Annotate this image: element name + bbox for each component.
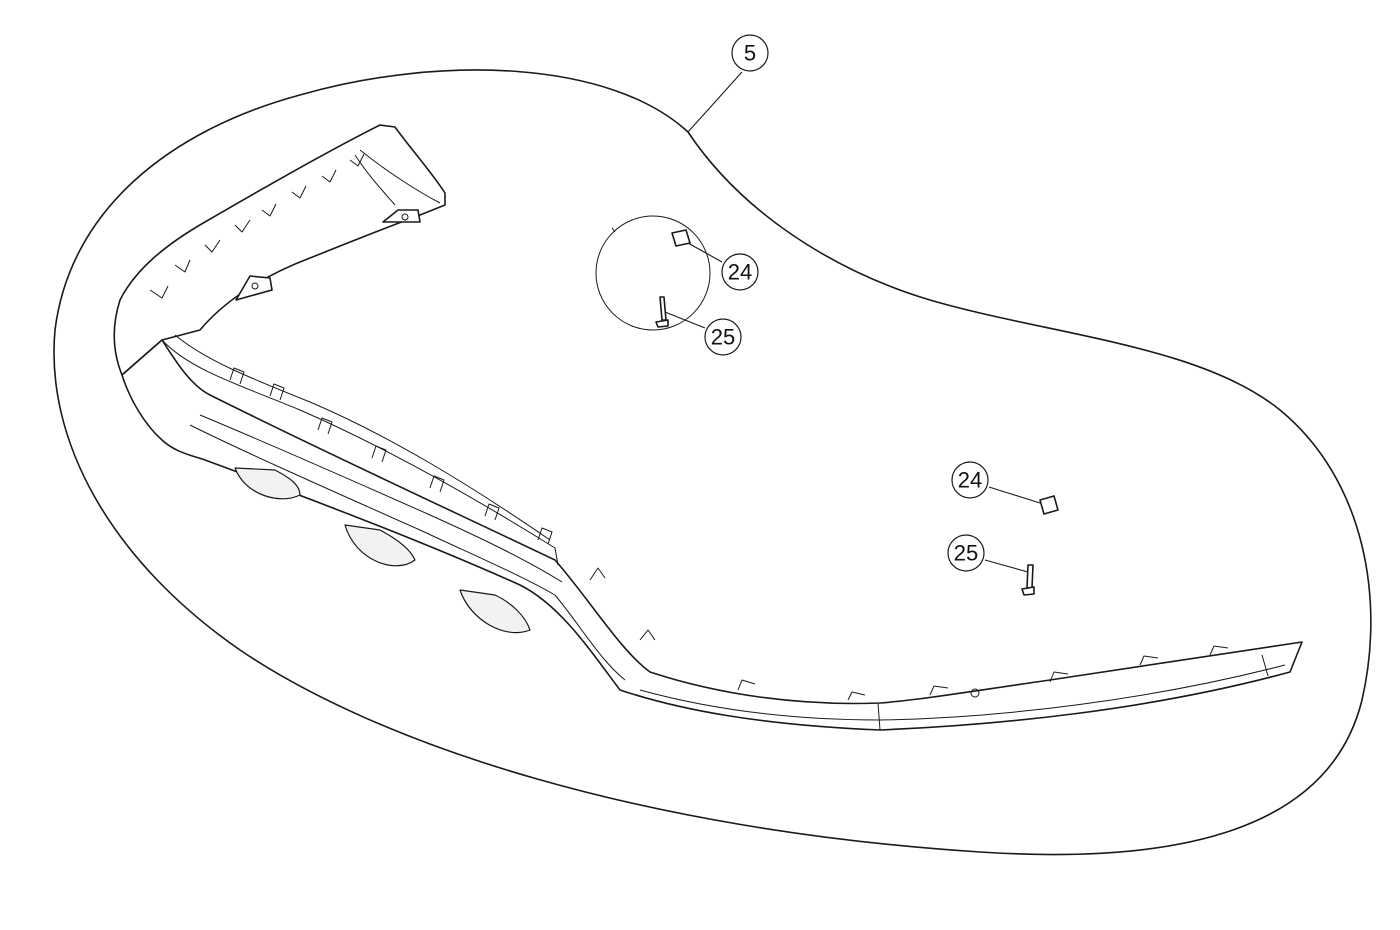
detail-circle: [595, 215, 711, 331]
callout-25-detail-label: 25: [711, 325, 735, 350]
callout-24-detail-label: 24: [728, 260, 752, 285]
callout-24-label: 24: [958, 468, 982, 493]
clip-icon: [671, 229, 691, 247]
callout-25: 25: [947, 534, 985, 572]
callout-5: 5: [731, 34, 769, 72]
callout-5-label: 5: [744, 41, 756, 66]
callout-24-detail: 24: [721, 253, 759, 291]
assembly-boundary: [53, 69, 1372, 856]
callout-25-label: 25: [954, 541, 978, 566]
clip-icon-right: [1039, 495, 1059, 515]
rear-valance-part: [113, 124, 1303, 731]
callout-24: 24: [951, 461, 989, 499]
screw-icon: [655, 296, 669, 328]
screw-icon-right: [1021, 564, 1035, 596]
callout-25-detail: 25: [704, 318, 742, 356]
